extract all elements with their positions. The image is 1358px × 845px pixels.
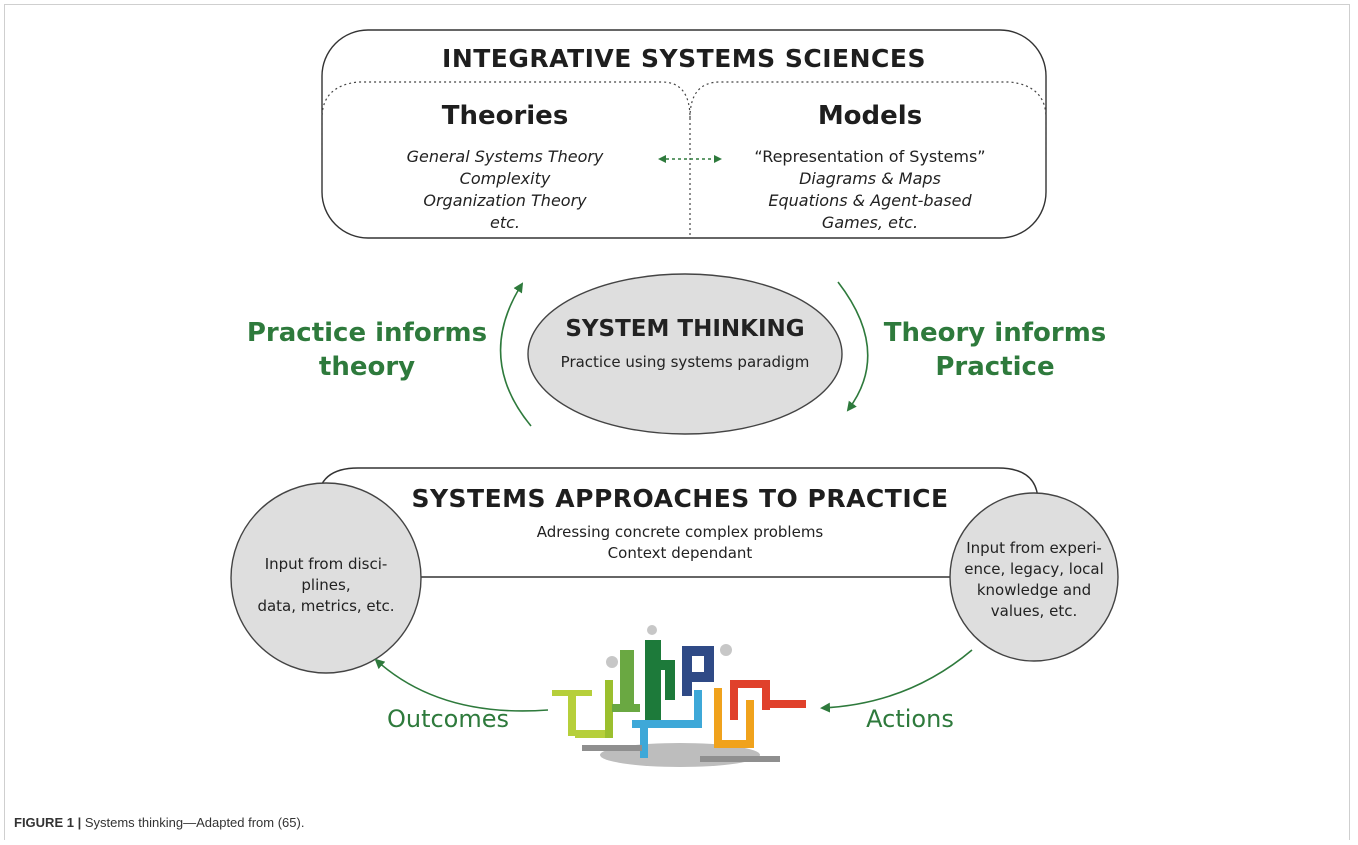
disciplines-input-circle xyxy=(230,482,422,674)
practice-approaches-title: SYSTEMS APPROACHES TO PRACTICE xyxy=(411,484,949,513)
theories-item: etc. xyxy=(490,213,520,232)
practice-approaches-line: Context dependant xyxy=(607,544,753,562)
models-item: “Representation of Systems” xyxy=(754,147,986,166)
disciplines-input-line: plines, xyxy=(301,576,351,594)
disciplines-input-line: data, metrics, etc. xyxy=(257,597,395,615)
experience-input-line: Input from experi- xyxy=(966,539,1102,557)
practice-approaches-lines: Adressing concrete complex problems Cont… xyxy=(430,522,930,564)
experience-input-line: knowledge and xyxy=(976,581,1092,599)
actions-label: Actions xyxy=(866,705,954,733)
system-thinking-subtitle: Practice using systems paradigm xyxy=(560,353,810,371)
outcomes-arrow xyxy=(374,658,549,712)
city-pipes-illustration xyxy=(552,625,806,767)
actions-arrow xyxy=(820,649,973,713)
models-item: Games, etc. xyxy=(821,213,919,232)
diagram-canvas xyxy=(230,29,1119,767)
theories-list: General Systems Theory Complexity Organi… xyxy=(330,146,680,234)
theories-item: General Systems Theory xyxy=(406,147,604,166)
models-heading: Models xyxy=(817,101,923,131)
experience-input-line: ence, legacy, local xyxy=(964,560,1104,578)
system-thinking-ellipse xyxy=(527,273,843,435)
integrative-title: INTEGRATIVE SYSTEMS SCIENCES xyxy=(442,44,926,73)
disciplines-input-line: Input from disci- xyxy=(264,555,388,573)
theory-informs-practice-label: Theory informs Practice xyxy=(860,316,1130,384)
theory-informs-practice-arrow xyxy=(837,281,869,412)
experience-input-text: Input from experi- ence, legacy, local k… xyxy=(952,538,1116,622)
models-item: Equations & Agent-based xyxy=(768,191,972,210)
models-item: Diagrams & Maps xyxy=(799,169,941,188)
practice-informs-theory-line: Practice informs xyxy=(246,318,488,348)
figure-caption-label: FIGURE 1 | xyxy=(14,815,82,830)
system-thinking-title: SYSTEM THINKING xyxy=(565,316,805,342)
experience-input-circle xyxy=(949,492,1119,662)
figure-caption-text: Systems thinking—Adapted from (65). xyxy=(81,815,305,830)
theories-item: Organization Theory xyxy=(423,191,587,210)
theories-heading: Theories xyxy=(441,101,569,131)
practice-informs-theory-line: theory xyxy=(318,352,416,382)
disciplines-input-text: Input from disci- plines, data, metrics,… xyxy=(236,554,416,617)
theories-item: Complexity xyxy=(459,169,551,188)
experience-input-line: values, etc. xyxy=(990,602,1078,620)
figure-caption: FIGURE 1 | Systems thinking—Adapted from… xyxy=(14,815,304,830)
practice-approaches-line: Adressing concrete complex problems xyxy=(536,523,824,541)
theories-dotted-box xyxy=(321,81,691,238)
figure-frame xyxy=(4,4,1350,840)
theory-informs-practice-line: Practice xyxy=(935,352,1055,382)
practice-informs-theory-arrow xyxy=(499,282,532,427)
outcomes-label: Outcomes xyxy=(386,705,510,733)
models-list: “Representation of Systems” Diagrams & M… xyxy=(700,146,1040,234)
models-dotted-box xyxy=(689,81,1047,155)
theory-informs-practice-line: Theory informs xyxy=(883,318,1107,348)
practice-informs-theory-label: Practice informs theory xyxy=(232,316,502,384)
